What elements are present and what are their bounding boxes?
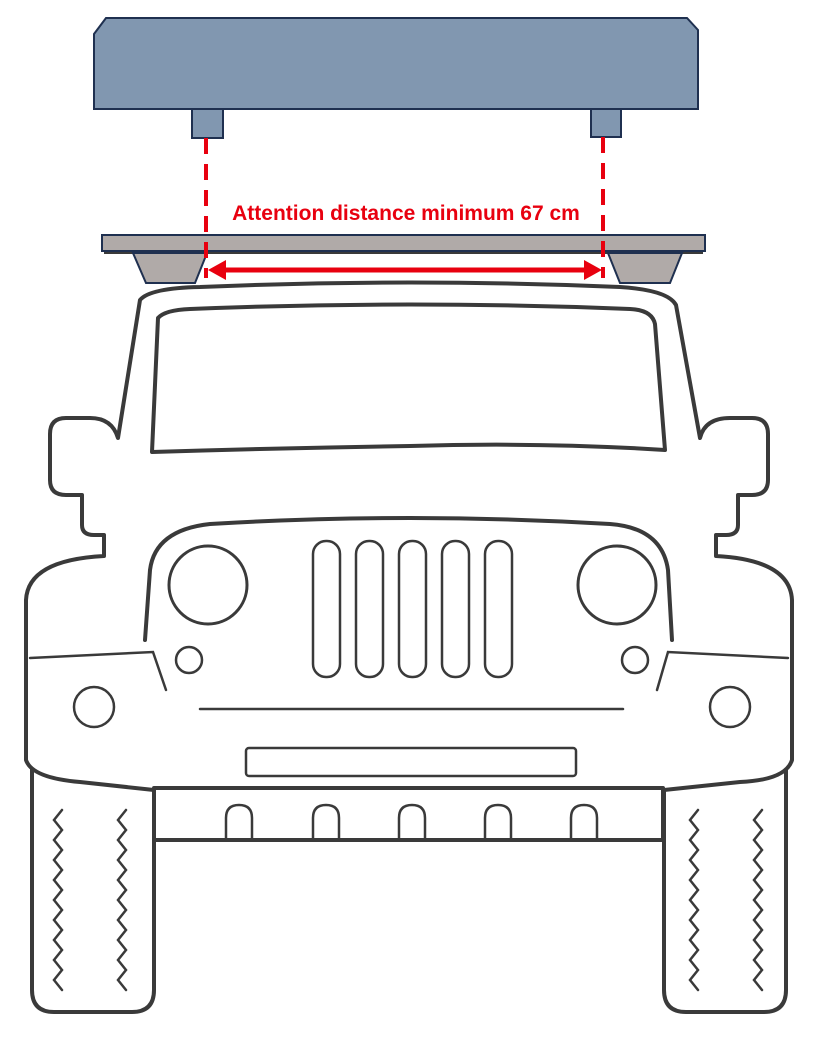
tow-slots [224,803,599,840]
distance-measurement: Attention distance minimum 67 cm [204,137,605,280]
roof-box [93,17,699,139]
vehicle-front-view [24,280,794,1014]
front-bumper [152,786,665,842]
left-turn-signal [174,645,204,675]
roof-rack [101,234,706,284]
left-fog-light [72,685,116,729]
rack-right-mount [606,252,684,284]
distance-warning-label: Attention distance minimum 67 cm [232,202,580,225]
grille [311,539,514,679]
left-tire [30,758,156,1014]
arrow-head-right [584,260,602,280]
windshield [150,302,667,454]
right-fog-light [708,685,752,729]
left-headlight [167,544,249,626]
arrow-head-left [208,260,226,280]
right-headlight [576,544,658,626]
rack-left-mount [131,252,209,284]
grille-surround [143,516,674,642]
right-turn-signal [620,645,650,675]
roof-box-right-foot [590,108,622,138]
light-bar [244,746,578,778]
roof-box-left-foot [191,108,224,139]
right-tire [662,758,788,1014]
